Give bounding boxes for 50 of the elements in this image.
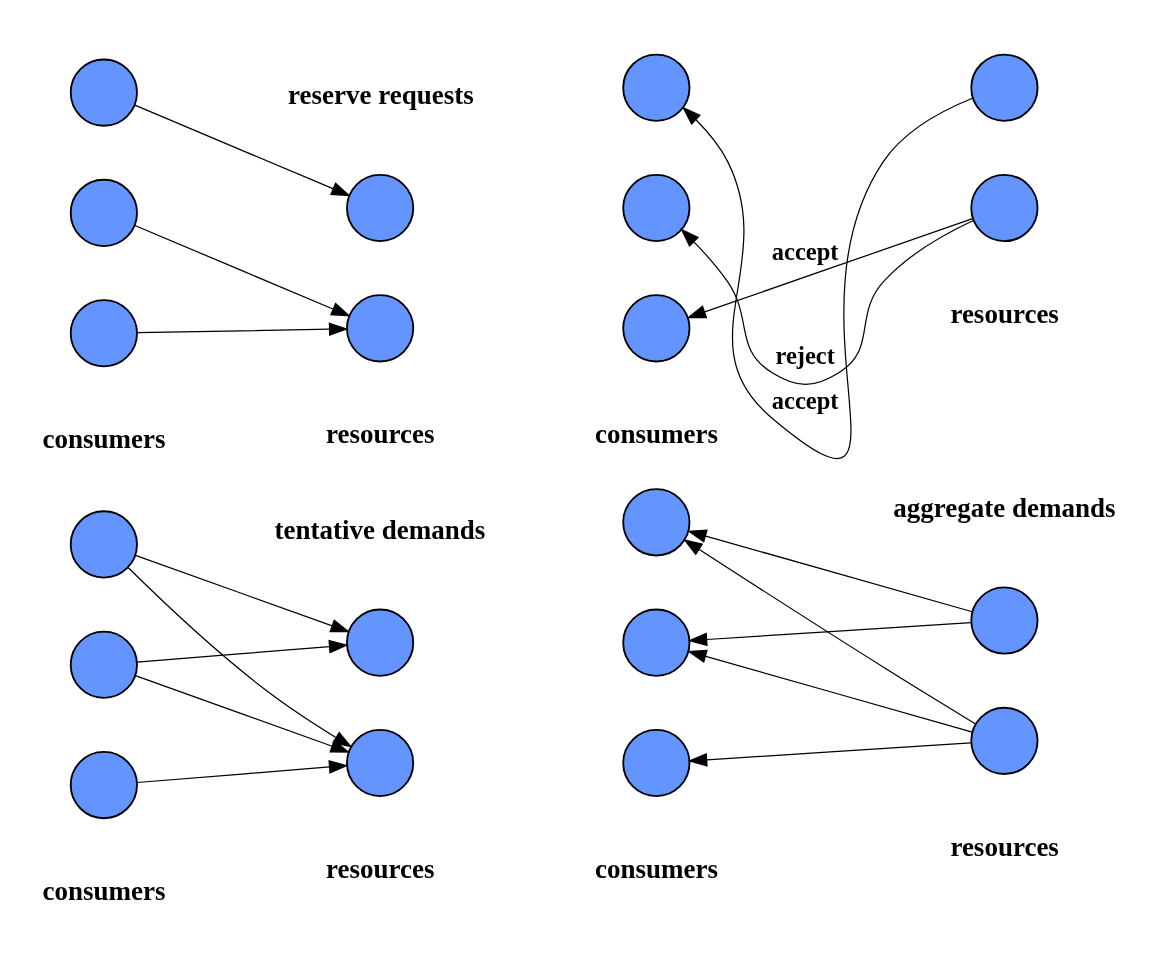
node-circle bbox=[970, 173, 1039, 242]
node-circle bbox=[346, 728, 415, 797]
label: resources bbox=[326, 853, 435, 884]
node-circle bbox=[622, 608, 691, 677]
arrow bbox=[127, 566, 353, 748]
node-circle bbox=[622, 728, 691, 797]
label: consumers bbox=[42, 875, 166, 906]
node-circle bbox=[970, 706, 1039, 775]
arrow bbox=[136, 321, 349, 336]
label: tentative demands bbox=[274, 514, 486, 545]
arrow bbox=[134, 674, 351, 753]
arrow bbox=[136, 759, 349, 783]
label: reserve requests bbox=[288, 79, 474, 110]
node-circle bbox=[970, 586, 1039, 655]
node-circle bbox=[69, 298, 138, 367]
node-circle bbox=[69, 630, 138, 699]
node-circle bbox=[622, 293, 691, 362]
arrow bbox=[687, 649, 973, 733]
node-circle bbox=[69, 178, 138, 247]
node-circle bbox=[69, 58, 138, 127]
label: resources bbox=[950, 831, 1059, 862]
arrow bbox=[136, 639, 349, 663]
label: consumers bbox=[594, 853, 718, 884]
node-circle bbox=[69, 509, 138, 578]
arrow bbox=[686, 217, 974, 318]
label: resources bbox=[326, 418, 435, 449]
node-circle bbox=[970, 53, 1039, 122]
arrow bbox=[134, 554, 351, 632]
arrow bbox=[134, 104, 351, 196]
label: consumers bbox=[42, 423, 166, 454]
edge-label: accept bbox=[771, 386, 839, 414]
node-circle bbox=[346, 608, 415, 677]
node-circle bbox=[622, 487, 691, 556]
arrow bbox=[683, 538, 977, 725]
node-circle bbox=[346, 293, 415, 362]
label: resources bbox=[950, 298, 1059, 329]
edge-label: accept bbox=[771, 237, 839, 265]
arrow bbox=[687, 621, 972, 646]
edge-label: reject bbox=[775, 341, 835, 369]
arrow bbox=[687, 528, 973, 612]
label: consumers bbox=[594, 418, 718, 449]
node-circle bbox=[346, 173, 415, 242]
arrow bbox=[681, 97, 974, 458]
node-circle bbox=[622, 53, 691, 122]
node-circle bbox=[69, 750, 138, 819]
arrow bbox=[134, 224, 351, 316]
arrow bbox=[687, 741, 972, 767]
arrow bbox=[680, 219, 974, 385]
label: aggregate demands bbox=[893, 492, 1116, 523]
node-circle bbox=[622, 173, 691, 242]
